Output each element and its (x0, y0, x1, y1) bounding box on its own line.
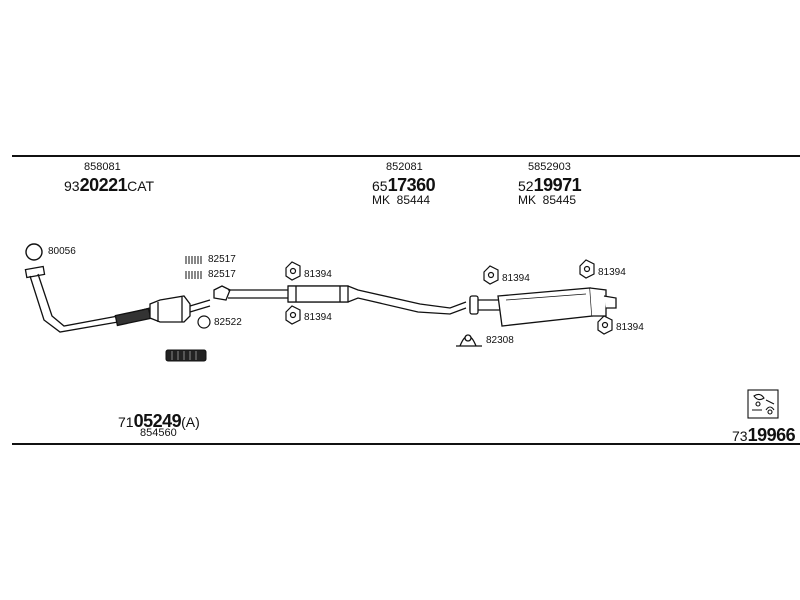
rear-reference-number: 5219971 (518, 175, 582, 195)
rear-kit-number: MK 85445 (518, 193, 577, 207)
rear-part-number: 5852903 (528, 161, 571, 173)
right-ref-prefix: 73 (732, 428, 748, 444)
clamp-part-2[interactable] (185, 271, 202, 279)
hanger-mid-top-part[interactable] (285, 261, 301, 281)
rear-muffler-part[interactable] (469, 287, 617, 327)
front-pipe-catalyst-part[interactable] (24, 265, 211, 333)
flex-pipe-ribs (171, 351, 197, 360)
rear-ref-prefix: 52 (518, 178, 534, 194)
small-ring-part[interactable] (197, 315, 211, 329)
left-reference-number: 7105249(A) (118, 412, 200, 430)
hanger-rear-left-part[interactable] (483, 265, 499, 285)
middle-pipe-part[interactable] (213, 285, 467, 315)
right-reference-number: 7319966 (732, 425, 796, 445)
hanger-rear-right-label: 81394 (598, 267, 626, 278)
middle-ref-main: 17360 (387, 175, 436, 195)
middle-ref-prefix: 65 (372, 178, 388, 194)
u-clamp-label: 82308 (486, 335, 514, 346)
hanger-rear-left-label: 81394 (502, 273, 530, 284)
gasket-ring-label: 80056 (48, 246, 76, 257)
left-part-number: 854560 (140, 427, 177, 439)
left-ref-prefix: 71 (118, 414, 134, 430)
hanger-mid-bottom-label: 81394 (304, 312, 332, 323)
front-reference-number: 9320221CAT (64, 176, 154, 194)
front-ref-main: 20221 (79, 175, 128, 195)
middle-part-number: 852081 (386, 161, 423, 173)
gasket-ring-part[interactable] (25, 243, 43, 261)
clamp-label-2: 82517 (208, 269, 236, 280)
left-ref-suffix: (A) (181, 414, 200, 430)
clamp-label-1: 82517 (208, 254, 236, 265)
mounting-kit-icon (747, 389, 779, 419)
hanger-mid-bottom-part[interactable] (285, 305, 301, 325)
middle-reference-number: 6517360 (372, 175, 436, 195)
left-ref-main: 05249 (133, 411, 182, 431)
front-part-number: 858081 (84, 161, 121, 173)
hanger-rear-right-part[interactable] (579, 259, 595, 279)
clamp-part-1[interactable] (185, 256, 202, 264)
middle-kit-number: MK 85444 (372, 193, 431, 207)
small-ring-label: 82522 (214, 317, 242, 328)
hanger-rear-bottom-label: 81394 (616, 322, 644, 333)
front-ref-prefix: 93 (64, 178, 80, 194)
hanger-mid-top-label: 81394 (304, 269, 332, 280)
front-ref-suffix: CAT (127, 178, 155, 194)
u-clamp-part[interactable] (456, 334, 482, 347)
right-ref-main: 19966 (747, 425, 796, 445)
rear-ref-main: 19971 (533, 175, 582, 195)
hanger-rear-bottom-part[interactable] (597, 315, 613, 335)
